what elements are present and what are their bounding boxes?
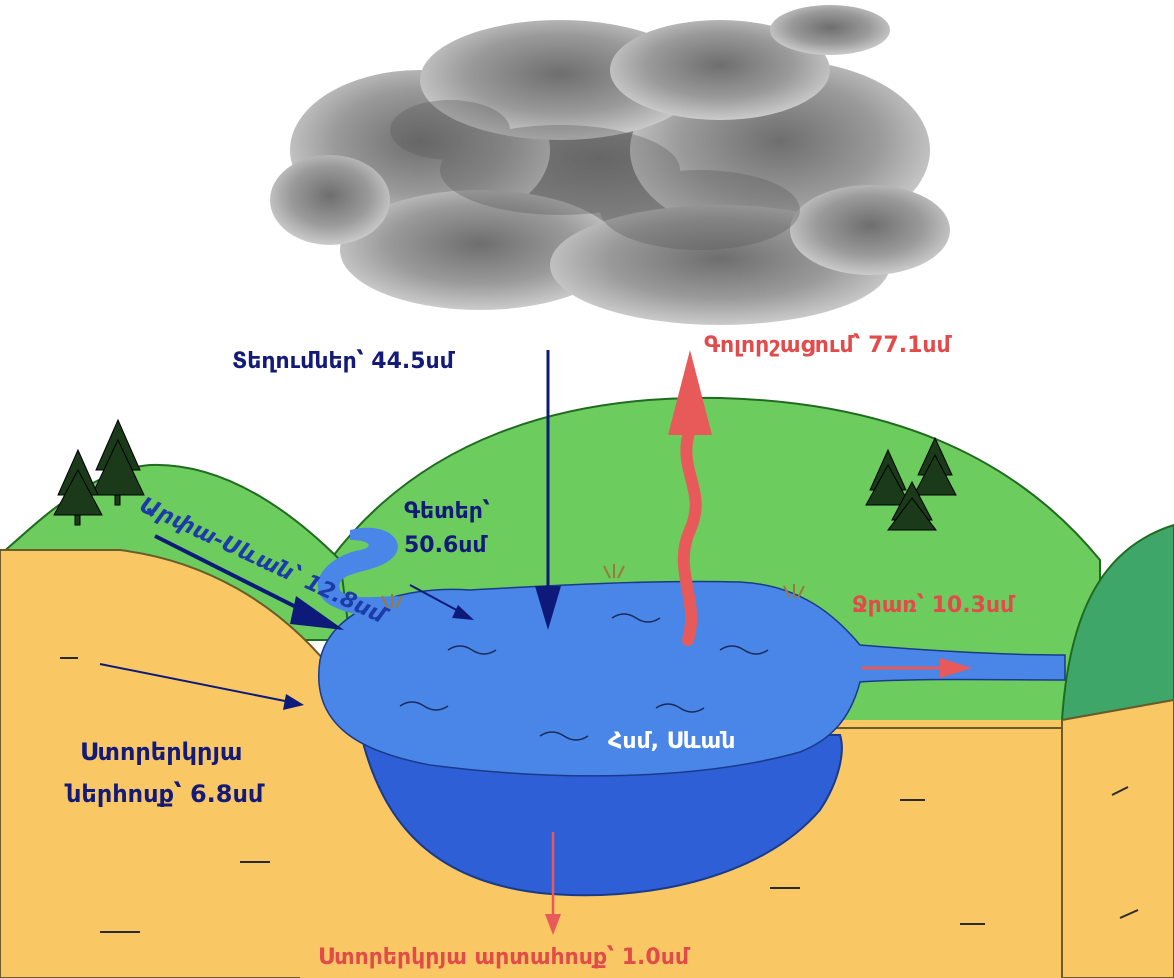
grass-tufts bbox=[381, 564, 805, 609]
evaporation-arrow bbox=[668, 350, 712, 646]
right-hill-block bbox=[1060, 523, 1174, 722]
groundwater-inflow-arrow bbox=[99, 663, 304, 710]
groundwater-outflow-arrow bbox=[545, 832, 561, 935]
tree-icons bbox=[53, 418, 957, 531]
evaporation-label: Գոլորշացում՝ 77.1սմ bbox=[704, 333, 953, 358]
outflow-arrow bbox=[862, 658, 972, 678]
rivers-arrow bbox=[409, 584, 474, 620]
precipitation-arrow bbox=[535, 350, 561, 630]
rivers-label-line2: 50.6սմ bbox=[404, 533, 488, 558]
groundwater-inflow-label-line2: ներհոսք՝ 6.8սմ bbox=[64, 780, 265, 808]
outflow-label: Ջրառ՝ 10.3սմ bbox=[852, 593, 1016, 618]
groundwater-inflow-label-line1: Ստորերկրյա bbox=[80, 738, 242, 766]
groundwater-outflow-label: Ստորերկրյա արտահոսք՝ 1.0սմ bbox=[318, 945, 691, 970]
lake-surface bbox=[318, 580, 1066, 777]
arpa-sevan-arrow bbox=[154, 534, 344, 630]
cloud bbox=[270, 5, 950, 325]
soil-dashes bbox=[60, 657, 1139, 933]
cloud-shading bbox=[390, 100, 800, 250]
soil-right bbox=[1061, 698, 1174, 978]
water-waves bbox=[399, 613, 769, 741]
rivers-label-line1: Գետեր՝ bbox=[404, 499, 490, 524]
lake-name-label: Հսմ, Սևան bbox=[608, 729, 735, 754]
river-inflow bbox=[317, 527, 470, 630]
precipitation-label: Տեղումներ՝ 44.5սմ bbox=[232, 349, 456, 374]
